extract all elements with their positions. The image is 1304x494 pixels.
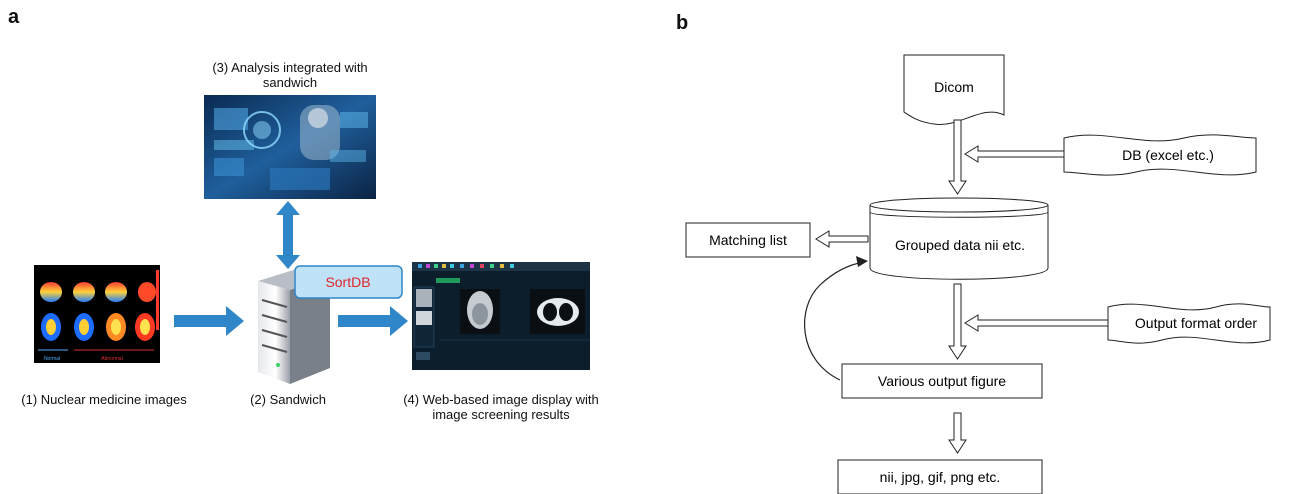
output-order-label: Output format order: [1135, 315, 1258, 331]
nuclear-medicine-image: Normal Abnormal: [34, 265, 160, 363]
matching-list-box: [685, 222, 811, 258]
arrow-sandwich-to-web: [338, 306, 408, 336]
panel-a-diagram: Normal Abnormal SortDB: [34, 95, 590, 384]
db-label: DB (excel etc.): [1122, 147, 1214, 163]
web-label-line1: (4) Web-based image display with: [403, 392, 599, 407]
arrow-dicom-to-grouped: [948, 119, 967, 195]
arrow-nuclear-to-sandwich: [174, 306, 244, 336]
web-display-image: [412, 262, 590, 370]
arrow-grouped-to-matching: [815, 230, 869, 248]
arrow-various-to-formats: [948, 412, 967, 454]
sandwich-label: (2) Sandwich: [250, 392, 326, 407]
output-order-wavy-box: [1107, 303, 1271, 344]
arrow-order-to-flow: [964, 314, 1109, 332]
formats-label: nii, jpg, gif, png etc.: [880, 469, 1001, 485]
dicom-document-shape: [903, 54, 1005, 125]
feedback-curve-arrow: [803, 261, 865, 381]
sortdb-label: SortDB: [325, 274, 370, 290]
brain-abnormal-label: Abnormal: [101, 356, 122, 362]
analysis-label-line2: sandwich: [262, 75, 318, 90]
panel-letter-b: b: [676, 12, 689, 34]
formats-box: [837, 459, 1043, 494]
panel-b-flowchart: Dicom DB (excel etc.) Matching list Grou…: [685, 54, 1271, 494]
feedback-arrowhead: [856, 256, 868, 267]
arrow-grouped-to-various: [948, 283, 967, 360]
db-wavy-box: [1063, 134, 1257, 176]
matching-list-label: Matching list: [709, 232, 787, 248]
grouped-data-cylinder: [869, 197, 1049, 280]
analysis-image: [204, 95, 376, 199]
various-output-label: Various output figure: [878, 373, 1006, 389]
vertical-double-arrow: [276, 201, 300, 269]
nuclear-label: (1) Nuclear medicine images: [21, 392, 187, 407]
analysis-label-line1: (3) Analysis integrated with: [212, 60, 368, 75]
grouped-data-label: Grouped data nii etc.: [895, 237, 1025, 253]
dicom-label: Dicom: [934, 79, 974, 95]
arrow-db-to-flow: [964, 145, 1065, 163]
various-output-box: [841, 363, 1043, 399]
brain-normal-label: Normal: [44, 356, 60, 362]
sortdb-box: SortDB: [294, 265, 403, 299]
web-label-line2: image screening results: [432, 407, 570, 422]
panel-letter-a: a: [8, 6, 20, 28]
